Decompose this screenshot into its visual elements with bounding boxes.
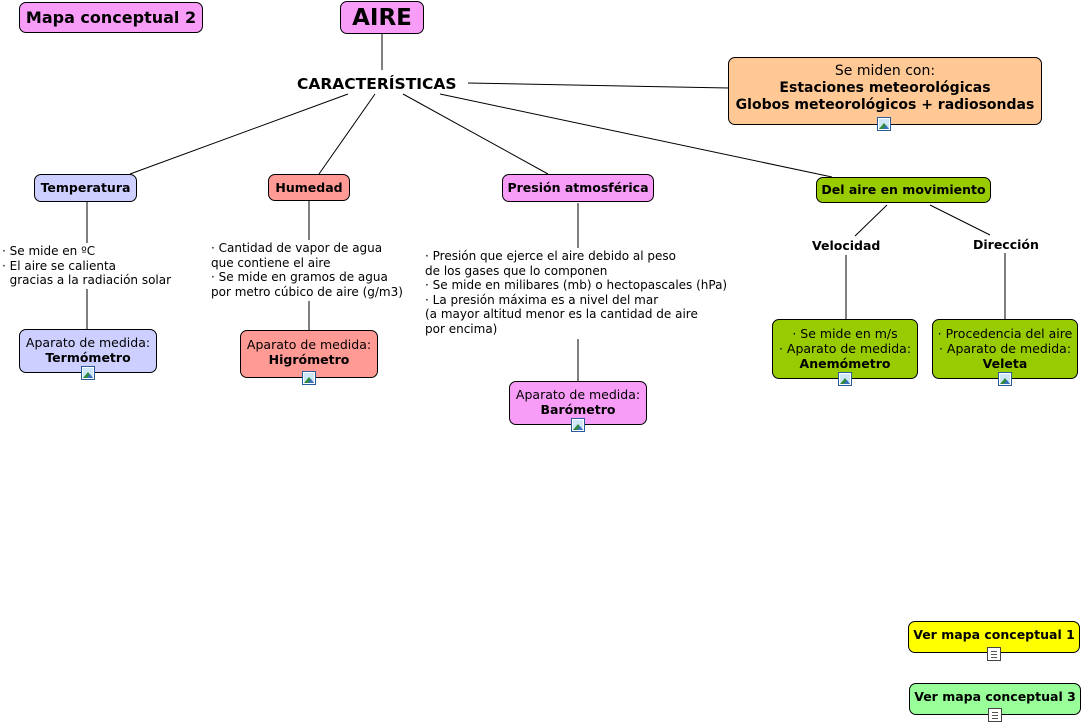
presion-device-box: Aparato de medida: Barómetro [509,381,647,425]
link-caracteristicas-medicion [467,82,730,89]
map-title-box: Mapa conceptual 2 [19,2,203,33]
map-title: Mapa conceptual 2 [25,8,197,27]
humedad-label: Humedad [275,180,343,195]
temperatura-device: Termómetro [45,350,131,365]
characteristics-label: CARACTERÍSTICAS [297,75,457,93]
concept-movimiento: Del aire en movimiento [816,177,991,203]
velocidad-line-2: · Aparato de medida: [778,341,912,356]
direccion-box: · Procedencia del aire · Aparato de medi… [932,319,1078,379]
velocidad-device: Anemómetro [799,356,891,371]
temperatura-description: · Se mide en ºC · El aire se calienta gr… [2,244,172,287]
presion-description: · Presión que ejerce el aire debido al p… [425,249,728,336]
link-map-3-label: Ver mapa conceptual 3 [914,689,1076,704]
direccion-device: Veleta [982,356,1028,371]
image-icon[interactable] [877,117,891,131]
velocidad-label: Velocidad [812,238,881,253]
humedad-device-box: Aparato de medida: Higrómetro [240,330,378,378]
presion-device: Barómetro [540,402,616,417]
image-icon[interactable] [81,366,95,380]
presion-device-prefix: Aparato de medida: [515,387,641,402]
measurement-line-1: Se miden con: [834,63,936,79]
document-icon[interactable] [988,708,1002,722]
humedad-device-prefix: Aparato de medida: [246,337,372,352]
velocidad-line-1: · Se mide en m/s [792,326,898,341]
velocidad-box: · Se mide en m/s · Aparato de medida: An… [772,319,918,379]
concept-temperatura: Temperatura [34,174,137,202]
direccion-line-2: · Aparato de medida: [938,341,1072,356]
document-icon[interactable] [987,647,1001,661]
measurement-node: Se miden con: Estaciones meteorológicas … [728,57,1042,125]
movimiento-label: Del aire en movimiento [821,182,986,197]
temperatura-device-box: Aparato de medida: Termómetro [19,329,157,373]
temperatura-device-prefix: Aparato de medida: [25,335,151,350]
concept-presion: Presión atmosférica [502,174,654,202]
concept-humedad: Humedad [268,174,350,201]
link-caracteristicas-movimiento [439,93,833,178]
link-movimiento-direccion [929,204,991,236]
link-movimiento-velocidad [854,204,888,237]
link-caracteristicas-temperatura [129,93,349,175]
link-caracteristicas-presion [402,93,549,175]
measurement-line-3: Globos meteorológicos + radiosondas [735,97,1035,113]
image-icon[interactable] [838,372,852,386]
humedad-description: · Cantidad de vapor de agua que contiene… [211,241,403,299]
direccion-label: Dirección [973,237,1039,252]
image-icon[interactable] [571,418,585,432]
humedad-device: Higrómetro [268,352,350,367]
image-icon[interactable] [998,372,1012,386]
link-map-1-label: Ver mapa conceptual 1 [913,627,1075,642]
link-caracteristicas-humedad [318,93,376,175]
temperatura-label: Temperatura [40,180,131,195]
root-node-aire: AIRE [340,1,424,34]
measurement-line-2: Estaciones meteorológicas [779,80,991,96]
presion-label: Presión atmosférica [507,180,649,195]
root-label: AIRE [352,5,412,31]
direccion-line-1: · Procedencia del aire [937,326,1073,341]
image-icon[interactable] [302,371,316,385]
